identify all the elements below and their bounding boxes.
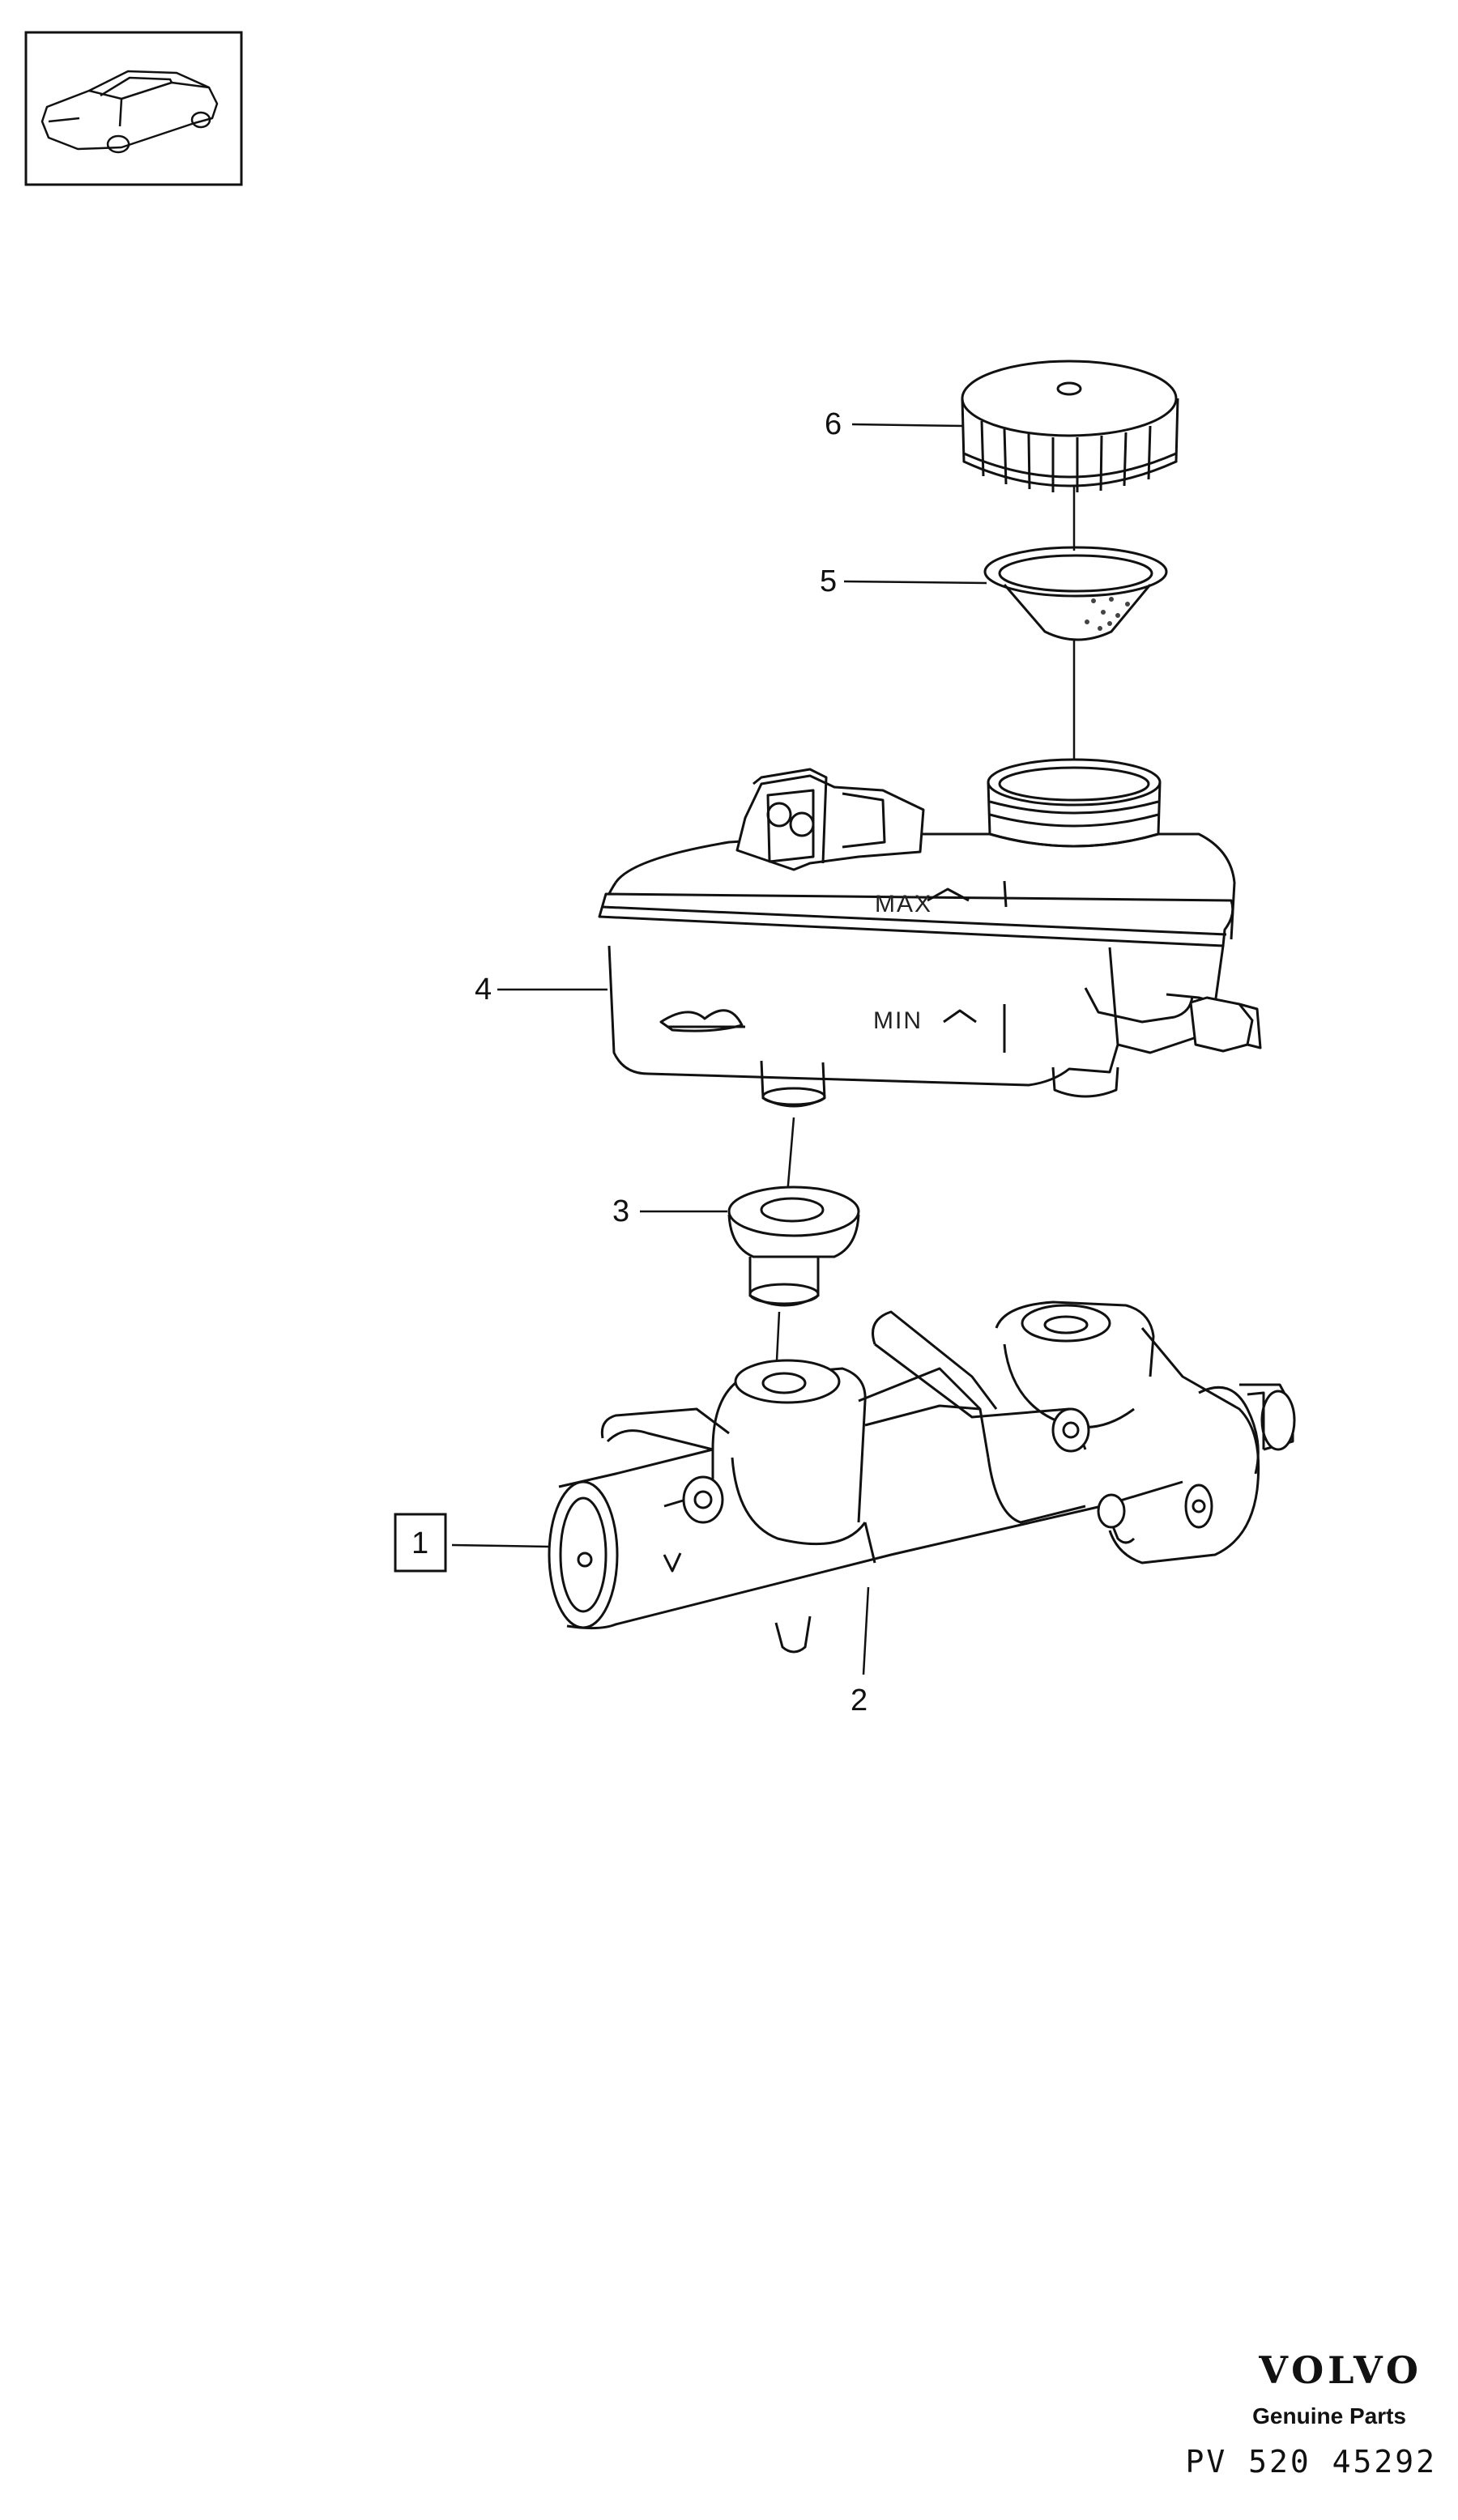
- min-level-mark: MIN: [873, 1007, 923, 1034]
- reservoir-grommet-drawing: [727, 1186, 860, 1307]
- callout-1: 1: [411, 1526, 428, 1560]
- reservoir-level-marks: MAX MIN: [873, 891, 932, 1034]
- callout-leaders: [451, 423, 987, 1675]
- reservoir-cap-drawing: [961, 360, 1179, 492]
- strainer-drawing: [983, 546, 1168, 641]
- callout-2: 2: [850, 1684, 868, 1718]
- callout-1-box: [394, 1513, 447, 1573]
- callout-labels: 6 5 4 3 1 2: [394, 407, 868, 1718]
- brand-logo-text: VOLVO: [1259, 2348, 1422, 2392]
- fluid-reservoir-drawing: [598, 758, 1262, 1108]
- callout-5: 5: [820, 564, 837, 598]
- callout-3: 3: [612, 1194, 629, 1228]
- diagram-code: PV 520 45292: [1185, 2444, 1437, 2480]
- master-cylinder-drawing: [548, 1300, 1296, 1654]
- callout-6: 6: [825, 407, 842, 441]
- car-icon: [40, 70, 219, 154]
- callout-4: 4: [475, 973, 492, 1007]
- max-level-mark: MAX: [875, 891, 932, 917]
- vehicle-thumbnail: [24, 31, 243, 186]
- brand-subtitle: Genuine Parts: [1252, 2403, 1406, 2428]
